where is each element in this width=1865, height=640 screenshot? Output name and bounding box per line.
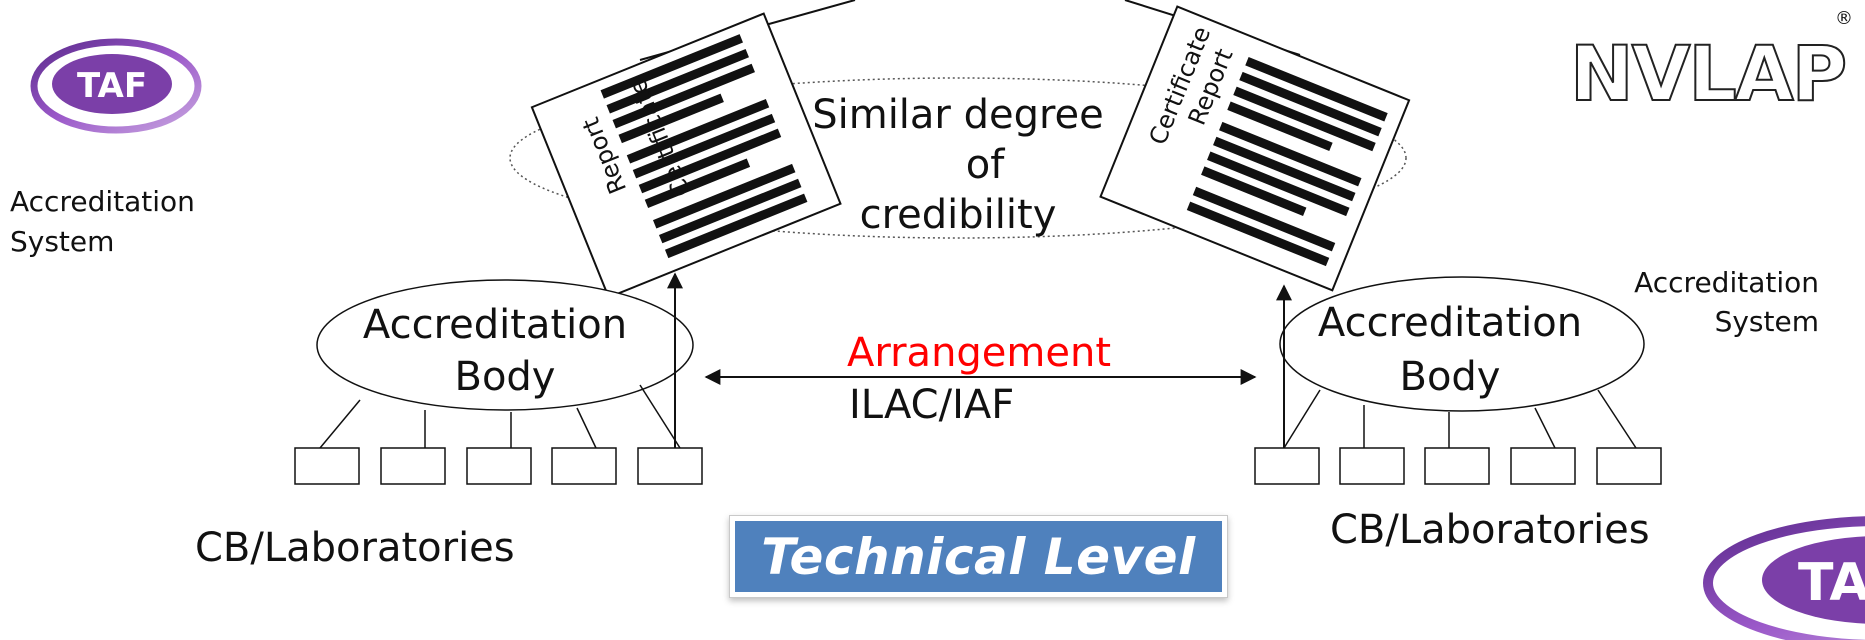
taf-logo-text: TAF <box>77 66 147 106</box>
nvlap-registered-mark: ® <box>1835 8 1853 29</box>
right-lab-box <box>1510 447 1576 485</box>
corner-taf-logo: TA <box>1703 516 1865 640</box>
right-lab-box <box>1596 447 1662 485</box>
right-certificate: Certificate Report <box>1099 5 1411 292</box>
credibility-text-line2: of <box>966 142 1005 188</box>
right-lab-boxes <box>1254 447 1662 485</box>
right-labs-label: CB/Laboratories <box>1330 507 1650 553</box>
right-system-label-line1: Accreditation <box>1634 266 1819 299</box>
right-lab-box <box>1254 447 1320 485</box>
right-system-label-line2: System <box>1715 305 1819 338</box>
right-body-label-line2: Body <box>1400 354 1501 400</box>
left-lab-box <box>637 447 703 485</box>
nvlap-logo-text: NVLAP <box>1570 29 1845 118</box>
technical-level-label: Technical Level <box>735 521 1222 592</box>
technical-level-banner: Technical Level <box>729 515 1228 598</box>
taf-logo: TAF <box>30 38 202 134</box>
left-certificate: Certificate Report <box>530 12 842 299</box>
left-lab-box <box>551 447 617 485</box>
right-body-label-line1: Accreditation <box>1318 300 1582 346</box>
left-lab-box <box>466 447 532 485</box>
left-system-label-line1: Accreditation <box>10 185 195 218</box>
ilac-iaf-label: ILAC/IAF <box>849 382 1014 428</box>
left-lab-box <box>294 447 360 485</box>
arrangement-label: Arrangement <box>847 330 1111 376</box>
credibility-ellipse <box>509 77 1407 239</box>
corner-taf-logo-text: TA <box>1798 553 1865 613</box>
left-lab-boxes <box>294 447 703 485</box>
credibility-text-line3: credibility <box>860 192 1057 238</box>
left-lab-box <box>380 447 446 485</box>
left-lab-connectors <box>319 384 681 449</box>
right-lab-box <box>1339 447 1405 485</box>
credibility-text-line1: Similar degree <box>812 92 1104 138</box>
left-accreditation-body <box>316 279 694 411</box>
right-lab-connectors <box>1283 389 1637 449</box>
left-body-label-line2: Body <box>455 354 556 400</box>
nvlap-logo: NVLAP ® <box>1569 8 1853 119</box>
left-labs-label: CB/Laboratories <box>195 525 515 571</box>
right-accreditation-body <box>1279 276 1645 412</box>
left-system-label-line2: System <box>10 225 114 258</box>
right-lab-box <box>1424 447 1490 485</box>
left-body-label-line1: Accreditation <box>363 302 627 348</box>
